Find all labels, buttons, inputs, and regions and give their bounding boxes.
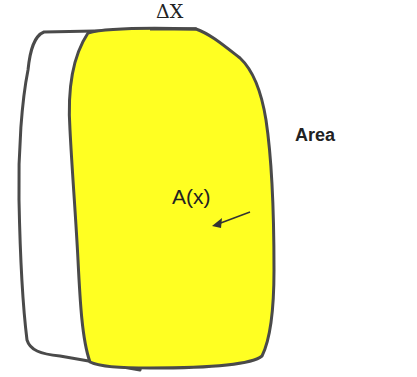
top-edge: [150, 28, 196, 31]
area-label: Area: [295, 126, 335, 144]
pointer-line: [218, 212, 250, 224]
pointer-head: [212, 218, 222, 228]
cross-section-face: [69, 28, 274, 368]
area-function-label: A(x): [172, 186, 211, 207]
thickness-label: ΔX: [156, 2, 183, 21]
